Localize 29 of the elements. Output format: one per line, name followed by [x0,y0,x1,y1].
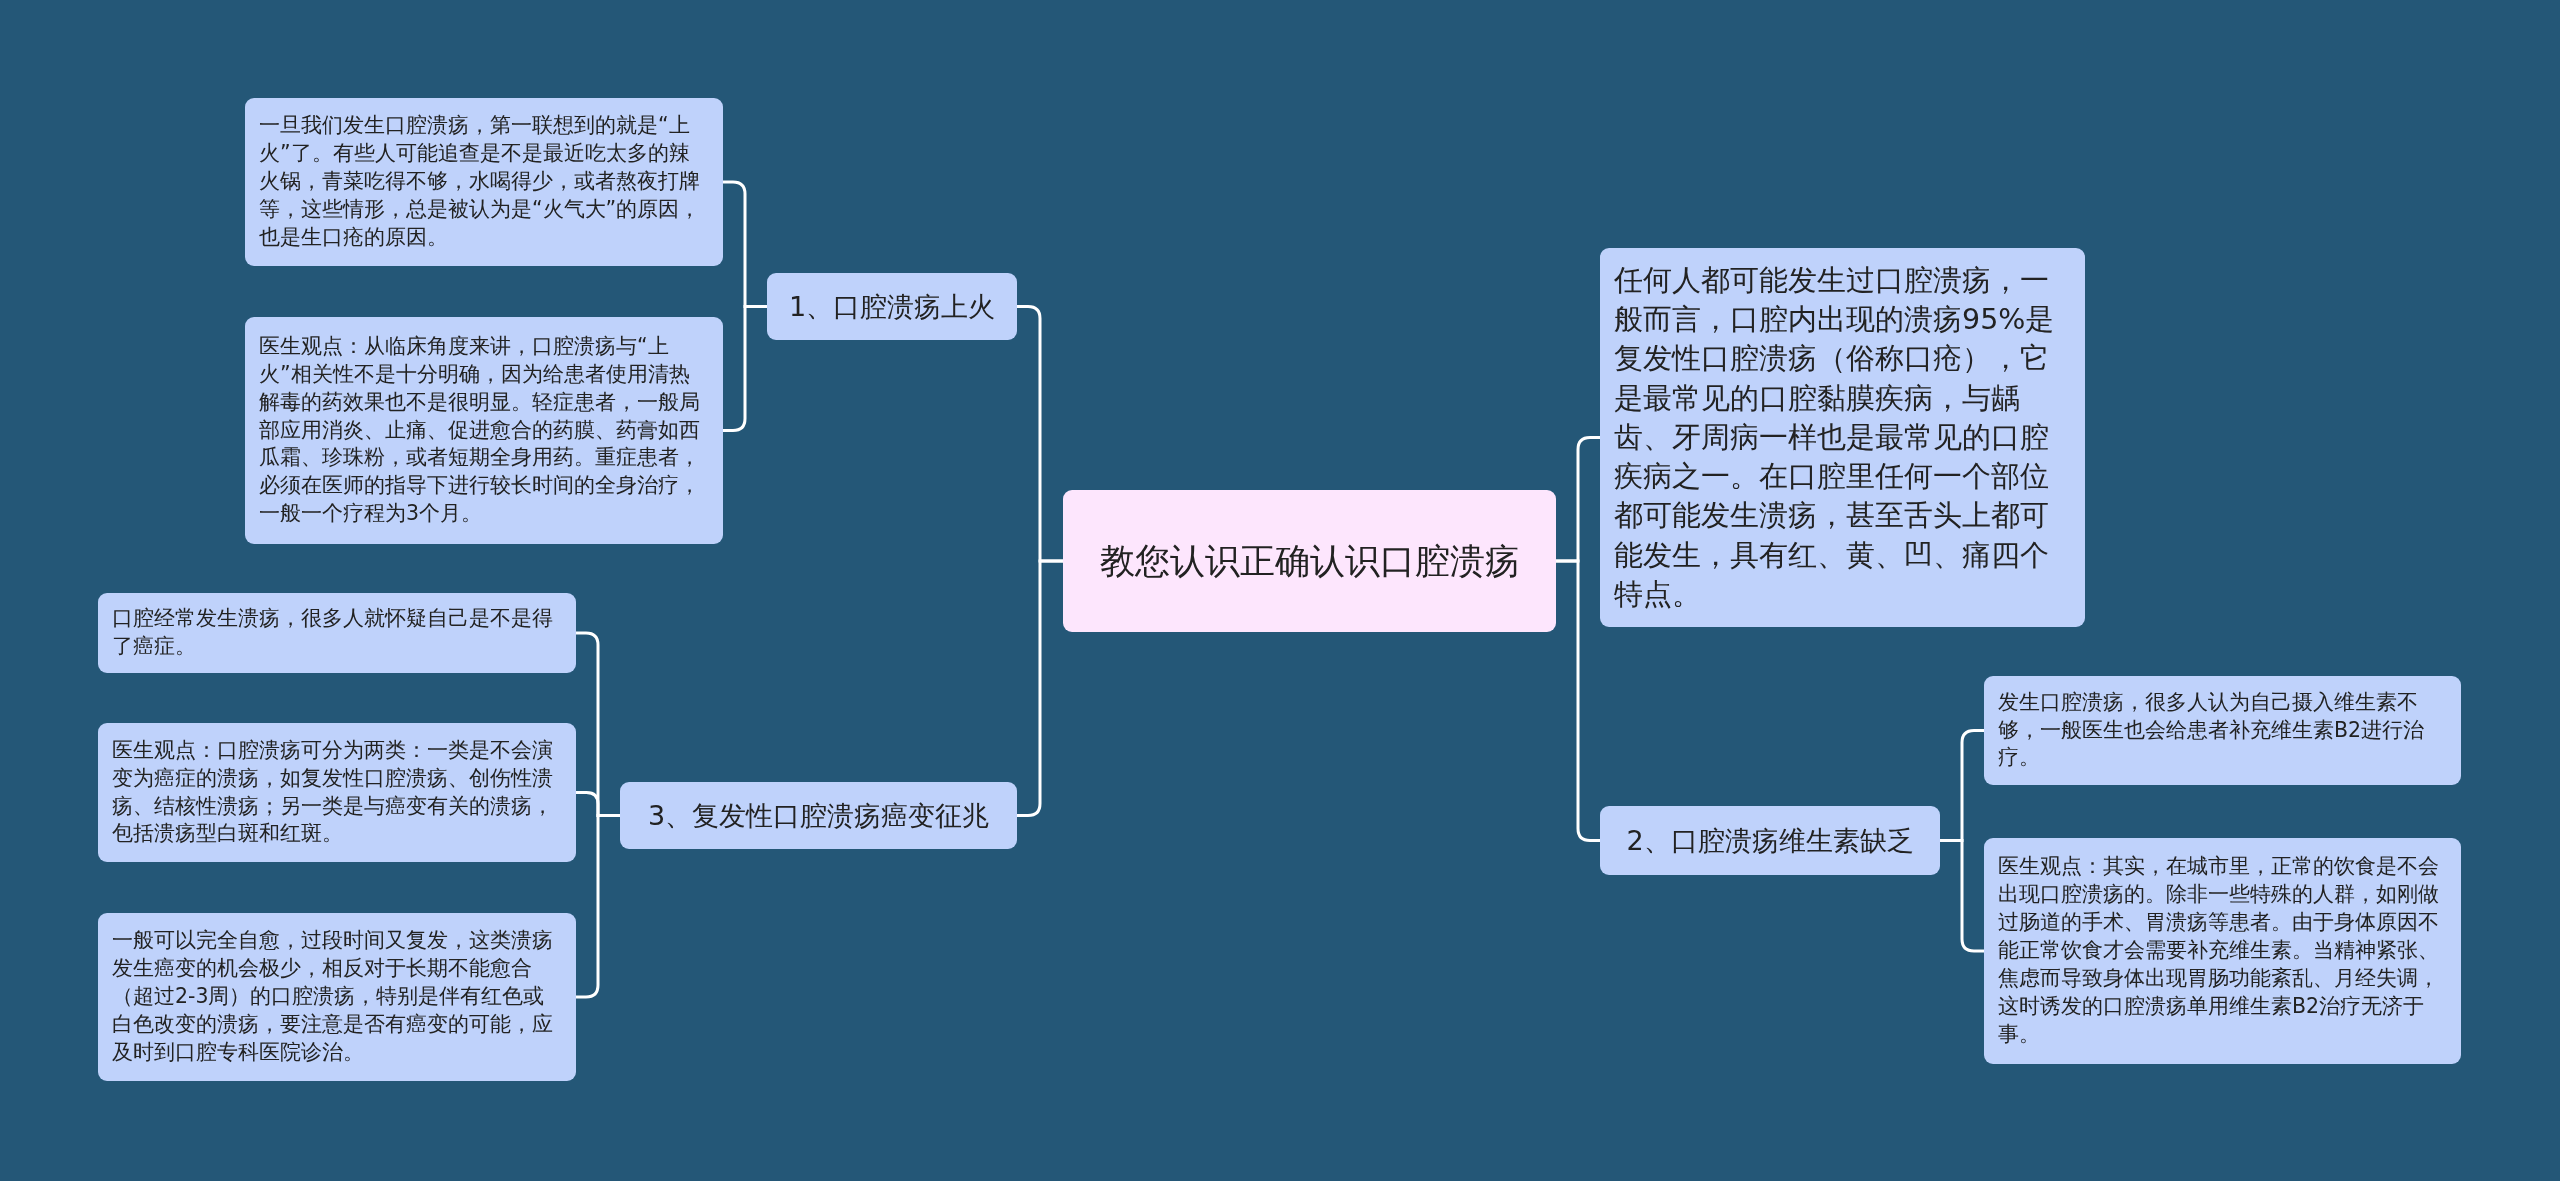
connector-line [1556,559,1600,842]
branch-text: 3、复发性口腔溃疡癌变征兆 [647,798,990,833]
note-box [1984,676,2461,785]
branch-box [1600,806,1940,875]
connector-line [1017,559,1063,817]
connector-line [723,305,767,432]
branch-box [620,782,1017,849]
note-text: 医生观点：其实，在城市里，正常的饮食是不会出现口腔溃疡的。除非一些特殊的人群，如刚做过肠道的手术、胃溃疡等患者。由于身体原因不能正常饮食才会需要补充维生素。当精神紧张、焦虑而导致身体出现胃肠功能紊乱、月经失调，这时诱发的口腔溃疡单用维生素B2治疗无济于事。 [1998,853,2440,1048]
branch-box [767,273,1017,340]
note-text: 口腔经常发生溃疡，很多人就怀疑自己是不是得了癌症。 [112,605,554,660]
note-box [98,593,576,673]
note-text: 一旦我们发生口腔溃疡，第一联想到的就是“上火”了。有些人可能追查是不是最近吃太多的辣火锅，青菜吃得不够，水喝得少，或者熬夜打牌等，这些情形，总是被认为是“火气大”的原因，也是生口疮的原因。 [259,112,702,251]
note-box [1984,838,2461,1064]
note-box [245,317,723,544]
note-text: 一般可以完全自愈，过段时间又复发，这类溃疡发生癌变的机会极少，相反对于长期不能愈合（超过2-3周）的口腔溃疡，特别是伴有红色或白色改变的溃疡，要注意是否有癌变的可能，应及时到口腔专科医院诊治。 [112,927,554,1066]
note-box [98,723,576,862]
note-box [245,98,723,266]
note-text: 医生观点：从临床角度来讲，口腔溃疡与“上火”相关性不是十分明确，因为给患者使用清热解毒的药效果也不是很明显。轻症患者，一般局部应用消炎、止痛、促进愈合的药膜、药膏如西瓜霜、珍珠粉，或者短期全身用药。重症患者，必须在医师的指导下进行较长时间的全身治疗，一般一个疗程为3个月。 [259,332,701,528]
branch-text: 2、口腔溃疡维生素缺乏 [1626,823,1914,858]
topic-text: 教您认识正确认识口腔溃疡 [1099,539,1520,583]
note-box [1600,248,2085,627]
branch-text: 1、口腔溃疡上火 [788,289,996,324]
note-box [98,913,576,1081]
note-text: 发生口腔溃疡，很多人认为自己摄入维生素不够，一般医生也会给患者补充维生素B2进行治疗。 [1998,688,2426,772]
connector-line [1940,839,1984,953]
connector-line [576,814,620,999]
note-text: 任何人都可能发生过口腔溃疡，一般而言，口腔内出现的溃疡95%是复发性口腔溃疡（俗称口疮），它是最常见的口腔黏膜疾病，与龋齿、牙周病一样也是最常见的口腔疾病之一。在口腔里任何一个部位都可能发生溃疡，甚至舌头上都可能发生，具有红、黄、凹、痛四个特点。 [1614,262,2056,614]
central-topic-box [1063,490,1556,632]
note-text: 医生观点：口腔溃疡可分为两类：一类是不会演变为癌症的溃疡，如复发性口腔溃疡、创伤性溃疡、结核性溃疡；另一类是与癌变有关的溃疡，包括溃疡型白斑和红斑。 [112,736,554,848]
